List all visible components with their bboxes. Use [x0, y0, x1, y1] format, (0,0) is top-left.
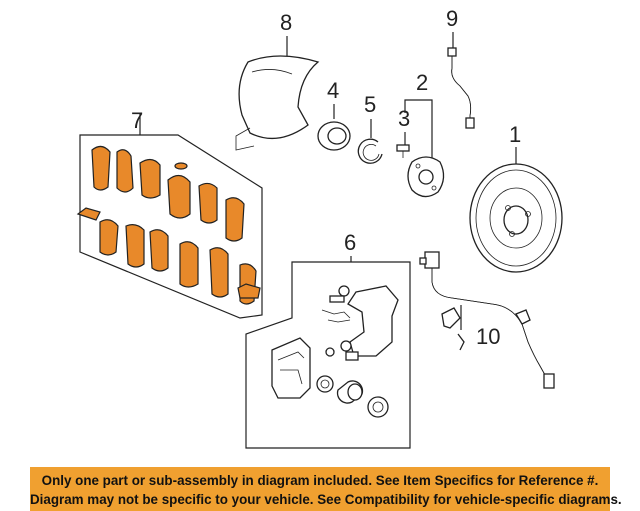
pad-clip-icon	[174, 162, 188, 170]
brake-pad-icon	[139, 158, 161, 199]
caliper-assembly: 6	[245, 230, 411, 449]
wheel-bearing: 4	[317, 78, 351, 151]
brake-rotor: 1	[469, 122, 563, 273]
brake-pad-icon	[116, 149, 134, 193]
disclaimer-banner: Only one part or sub-assembly in diagram…	[30, 467, 622, 511]
abs-sensor: 10	[419, 251, 555, 389]
dust-shield: 8	[235, 10, 320, 151]
seal-icon	[316, 375, 334, 393]
sensor-connector-icon	[424, 251, 440, 269]
brake-hose: 9	[446, 6, 475, 129]
callout-2: 2	[416, 70, 428, 95]
disclaimer-line-1: Only one part or sub-assembly in diagram…	[41, 473, 599, 488]
callout-5: 5	[364, 92, 376, 117]
brake-pad-icon	[91, 145, 111, 191]
brake-pad-icon	[99, 219, 119, 256]
caliper-kit-outline	[245, 261, 411, 449]
callout-1: 1	[509, 122, 521, 147]
brake-pad-icon	[167, 174, 191, 219]
callout-9: 9	[446, 6, 458, 31]
disclaimer-line-2: Diagram may not be specific to your vehi…	[30, 492, 622, 507]
brake-pad-kit: 7	[76, 108, 263, 319]
pad-kit-outline	[79, 134, 263, 319]
brake-pad-icon	[179, 241, 199, 288]
brake-pad-icon	[125, 224, 145, 268]
dust-shield-icon	[238, 55, 320, 139]
callout-10: 10	[476, 324, 500, 349]
shim-icon	[237, 283, 261, 299]
hub-assembly: 2 3	[396, 70, 445, 198]
callout-6: 6	[344, 230, 356, 255]
callout-8: 8	[280, 10, 292, 35]
caliper-bracket-icon	[347, 285, 399, 357]
brake-pad-icon	[225, 197, 245, 242]
snap-ring-icon	[357, 138, 383, 164]
sensor-head-icon	[543, 373, 555, 389]
caliper-housing-icon	[271, 337, 311, 399]
brake-pad-icon	[149, 229, 169, 272]
boot-icon	[367, 396, 389, 418]
brake-pad-icon	[198, 182, 218, 224]
callout-7: 7	[131, 108, 143, 133]
brake-pad-icon	[209, 247, 229, 298]
snap-ring: 5	[357, 92, 383, 164]
callout-4: 4	[327, 78, 339, 103]
shim-icon	[76, 207, 101, 221]
wheel-bolt-icon	[396, 144, 410, 152]
callout-3: 3	[398, 106, 410, 131]
